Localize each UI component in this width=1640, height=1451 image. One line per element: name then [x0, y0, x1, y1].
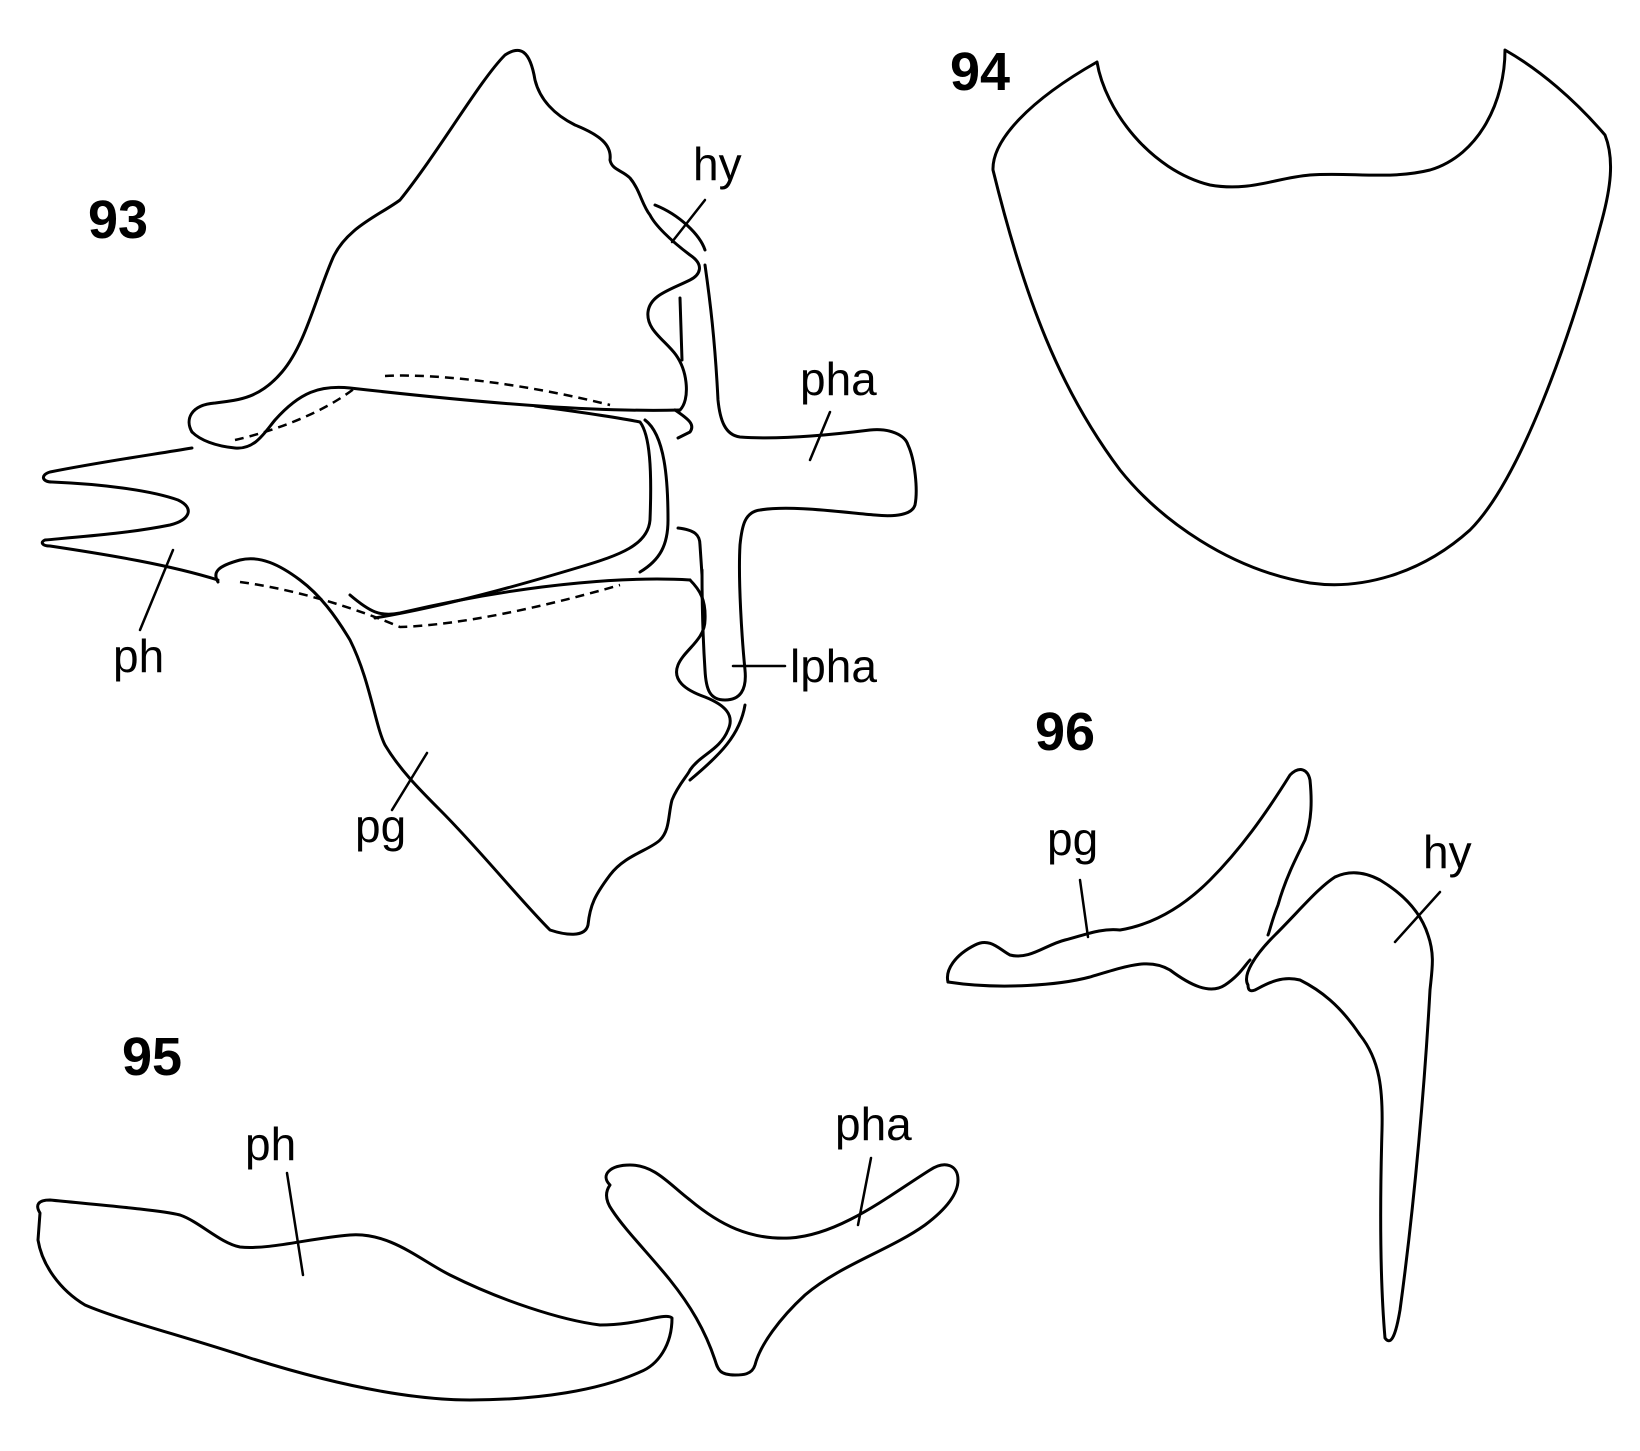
leader-pha-93 [808, 410, 832, 462]
phallapodeme-hook-upper [673, 408, 694, 440]
figure-95: 95 ph pha [36, 1027, 960, 1402]
upper-left-dashed-sclerite [234, 387, 356, 442]
leader-hy-93 [670, 198, 707, 244]
label-lpha-93: lpha [790, 640, 877, 692]
upper-sheath-edge [190, 385, 682, 450]
label-hy-93: hy [693, 138, 742, 190]
leader-hy-96 [1393, 890, 1442, 944]
lower-sheath-edge [348, 577, 692, 616]
figure-number-95: 95 [122, 1027, 182, 1087]
label-pg-93: pg [355, 800, 406, 852]
label-ph-93: ph [113, 630, 164, 682]
leader-ph-93 [138, 548, 175, 632]
phallus-lateral-outline [36, 1198, 674, 1402]
figure-number-96: 96 [1035, 702, 1095, 762]
label-hy-96: hy [1423, 826, 1472, 878]
label-pha-95: pha [835, 1098, 912, 1150]
lower-dashed-sclerite [239, 580, 621, 629]
leader-pg-96 [1078, 878, 1090, 939]
figure-93: 93 hy pha ph lpha p [40, 48, 918, 936]
upper-dashed-sclerite [384, 374, 611, 407]
figure-96: 96 pg hy [945, 702, 1472, 1343]
figure-number-94: 94 [950, 42, 1010, 102]
phallapodeme-outline [700, 263, 918, 702]
label-pha-93: pha [800, 353, 877, 405]
label-pg-96: pg [1047, 813, 1098, 865]
gonopod-lateral-outline [945, 768, 1313, 984]
leader-ph-95 [285, 1171, 305, 1277]
hypandrium-lateral-outline [1245, 871, 1434, 1343]
figure-number-93: 93 [88, 190, 148, 250]
figure-94: 94 [950, 42, 1613, 587]
upper-gonopod-outline [187, 48, 701, 434]
phallapodeme-short-stroke [678, 296, 684, 362]
phallapodeme-hook-lower [676, 526, 704, 577]
sternite-outline [991, 48, 1613, 587]
leader-pha-95 [856, 1156, 873, 1227]
phallus-inner-line [638, 418, 670, 574]
hypandrium-strap-lower [688, 703, 747, 782]
gonopod-lateral-lower-edge [946, 958, 1252, 991]
lower-gonopod-outline [214, 557, 732, 936]
leader-pg-93 [390, 751, 429, 812]
label-ph-95: ph [245, 1118, 296, 1170]
phallapodeme-lateral-outline [604, 1163, 960, 1377]
phallus-median-body [373, 404, 653, 620]
hypandrium-strap-upper [653, 203, 707, 252]
phallus-tip-outline [40, 446, 220, 582]
